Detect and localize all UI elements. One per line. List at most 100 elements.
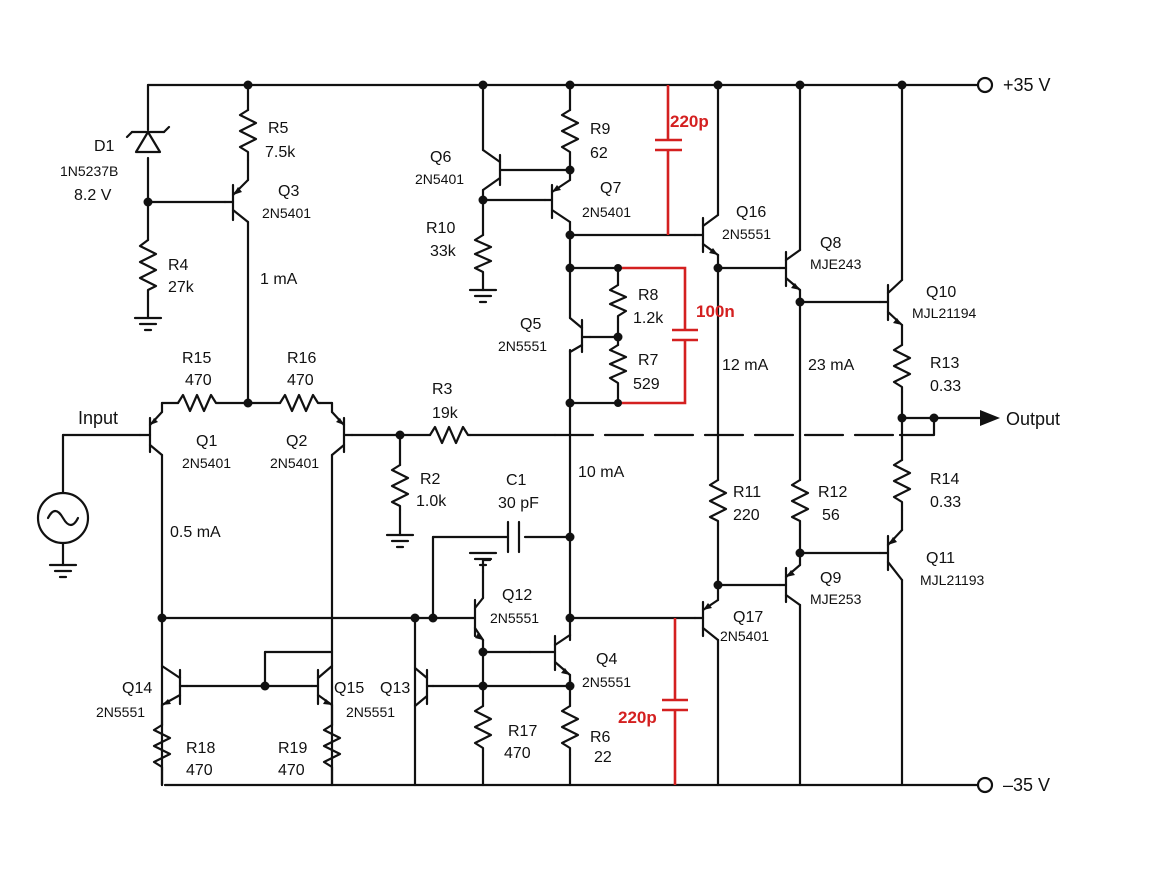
negative-rail-label: –35 V <box>1003 775 1050 795</box>
q17-part: 2N5401 <box>720 628 769 644</box>
positive-rail-label: +35 V <box>1003 75 1051 95</box>
r2-ref: R2 <box>420 471 441 488</box>
current-vas: 10 mA <box>578 464 625 481</box>
r11-symbol <box>708 478 728 527</box>
q12-symbol <box>473 570 485 654</box>
q13-symbol <box>413 666 435 708</box>
q8-ref: Q8 <box>820 235 841 252</box>
r18-value: 470 <box>186 762 213 779</box>
modification-dots <box>614 264 622 407</box>
r13-ref: R13 <box>930 355 959 372</box>
r10-symbol <box>473 233 493 277</box>
q2-part: 2N5401 <box>270 455 319 471</box>
r14-symbol <box>892 458 912 512</box>
junctions <box>143 80 939 691</box>
r17-symbol <box>473 704 493 757</box>
r9-symbol <box>560 108 580 160</box>
q6-symbol <box>481 148 502 202</box>
ground-icon <box>48 288 498 579</box>
q16-symbol <box>693 213 720 257</box>
r5-symbol <box>238 108 258 162</box>
r18-ref: R18 <box>186 740 215 757</box>
r7-symbol <box>608 343 628 387</box>
r7-ref: R7 <box>638 352 659 369</box>
q1-part: 2N5401 <box>182 455 231 471</box>
r5-ref: R5 <box>268 120 289 137</box>
q3-ref: Q3 <box>278 183 299 200</box>
cap-bottom-label: 220p <box>618 708 657 727</box>
q2-ref: Q2 <box>286 433 307 450</box>
q14-ref: Q14 <box>122 680 152 697</box>
current-q3: 1 mA <box>260 271 298 288</box>
r4-ref: R4 <box>168 257 189 274</box>
ac-source-icon <box>36 491 90 545</box>
q12-ref: Q12 <box>502 587 532 604</box>
q15-ref: Q15 <box>334 680 364 697</box>
q12-part: 2N5551 <box>490 610 539 626</box>
d1-voltage: 8.2 V <box>74 187 112 204</box>
r13-symbol <box>892 343 912 394</box>
q17-ref: Q17 <box>733 609 763 626</box>
r14-ref: R14 <box>930 471 959 488</box>
transistor-symbols <box>138 148 904 708</box>
c1-value: 30 pF <box>498 495 539 512</box>
r11-ref: R11 <box>733 484 761 501</box>
r15-value: 470 <box>185 372 212 389</box>
q4-symbol <box>528 633 572 688</box>
q11-symbol <box>878 528 904 582</box>
output-label: Output <box>1006 409 1060 429</box>
output-arrow-icon <box>980 410 1000 426</box>
r2-symbol <box>390 463 410 512</box>
q5-symbol <box>568 316 592 354</box>
q1-ref: Q1 <box>196 433 217 450</box>
q1-symbol <box>138 401 164 457</box>
q6-ref: Q6 <box>430 149 451 166</box>
q4-part: 2N5551 <box>582 674 631 690</box>
r12-value: 56 <box>822 507 840 524</box>
q9-part: MJE253 <box>810 591 862 607</box>
r12-ref: R12 <box>818 484 847 501</box>
q2-symbol <box>330 401 354 457</box>
r17-ref: R17 <box>508 723 537 740</box>
current-tail: 0.5 mA <box>170 524 221 541</box>
misc-symbols <box>36 76 1000 794</box>
r16-symbol <box>278 393 322 413</box>
r16-value: 470 <box>287 372 314 389</box>
r6-symbol <box>560 704 580 757</box>
q10-part: MJL21194 <box>912 305 977 321</box>
d1-ref: D1 <box>94 138 115 155</box>
q7-symbol <box>543 178 572 224</box>
r7-value: 529 <box>633 376 660 393</box>
current-predriver: 23 mA <box>808 357 855 374</box>
positive-terminal-icon <box>976 76 994 94</box>
q10-ref: Q10 <box>926 284 956 301</box>
zener-diode-icon <box>125 125 171 154</box>
q16-part: 2N5551 <box>722 226 771 242</box>
negative-terminal-icon <box>976 776 994 794</box>
q11-ref: Q11 <box>926 550 955 567</box>
labels: +35 V –35 V Output Input D1 1N5237B 8.2 … <box>60 75 1060 795</box>
c1-symbol <box>506 520 521 554</box>
q5-ref: Q5 <box>520 316 541 333</box>
q4-ref: Q4 <box>596 651 617 668</box>
r10-ref: R10 <box>426 220 455 237</box>
r3-ref: R3 <box>432 381 453 398</box>
r13-value: 0.33 <box>930 378 961 395</box>
r19-symbol <box>322 723 342 772</box>
r3-value: 19k <box>432 405 459 422</box>
r14-value: 0.33 <box>930 494 961 511</box>
d1-part: 1N5237B <box>60 163 118 179</box>
q14-symbol <box>160 664 189 707</box>
q15-symbol <box>310 664 334 707</box>
q17-symbol <box>693 598 720 642</box>
r9-ref: R9 <box>590 121 611 138</box>
r8-value: 1.2k <box>633 310 664 327</box>
r12-symbol <box>790 478 810 527</box>
r5-value: 7.5k <box>265 144 296 161</box>
cap-bias-label: 100n <box>696 302 735 321</box>
input-label: Input <box>78 408 118 428</box>
c1-ref: C1 <box>506 472 527 489</box>
q11-part: MJL21193 <box>920 572 985 588</box>
q16-ref: Q16 <box>736 204 766 221</box>
